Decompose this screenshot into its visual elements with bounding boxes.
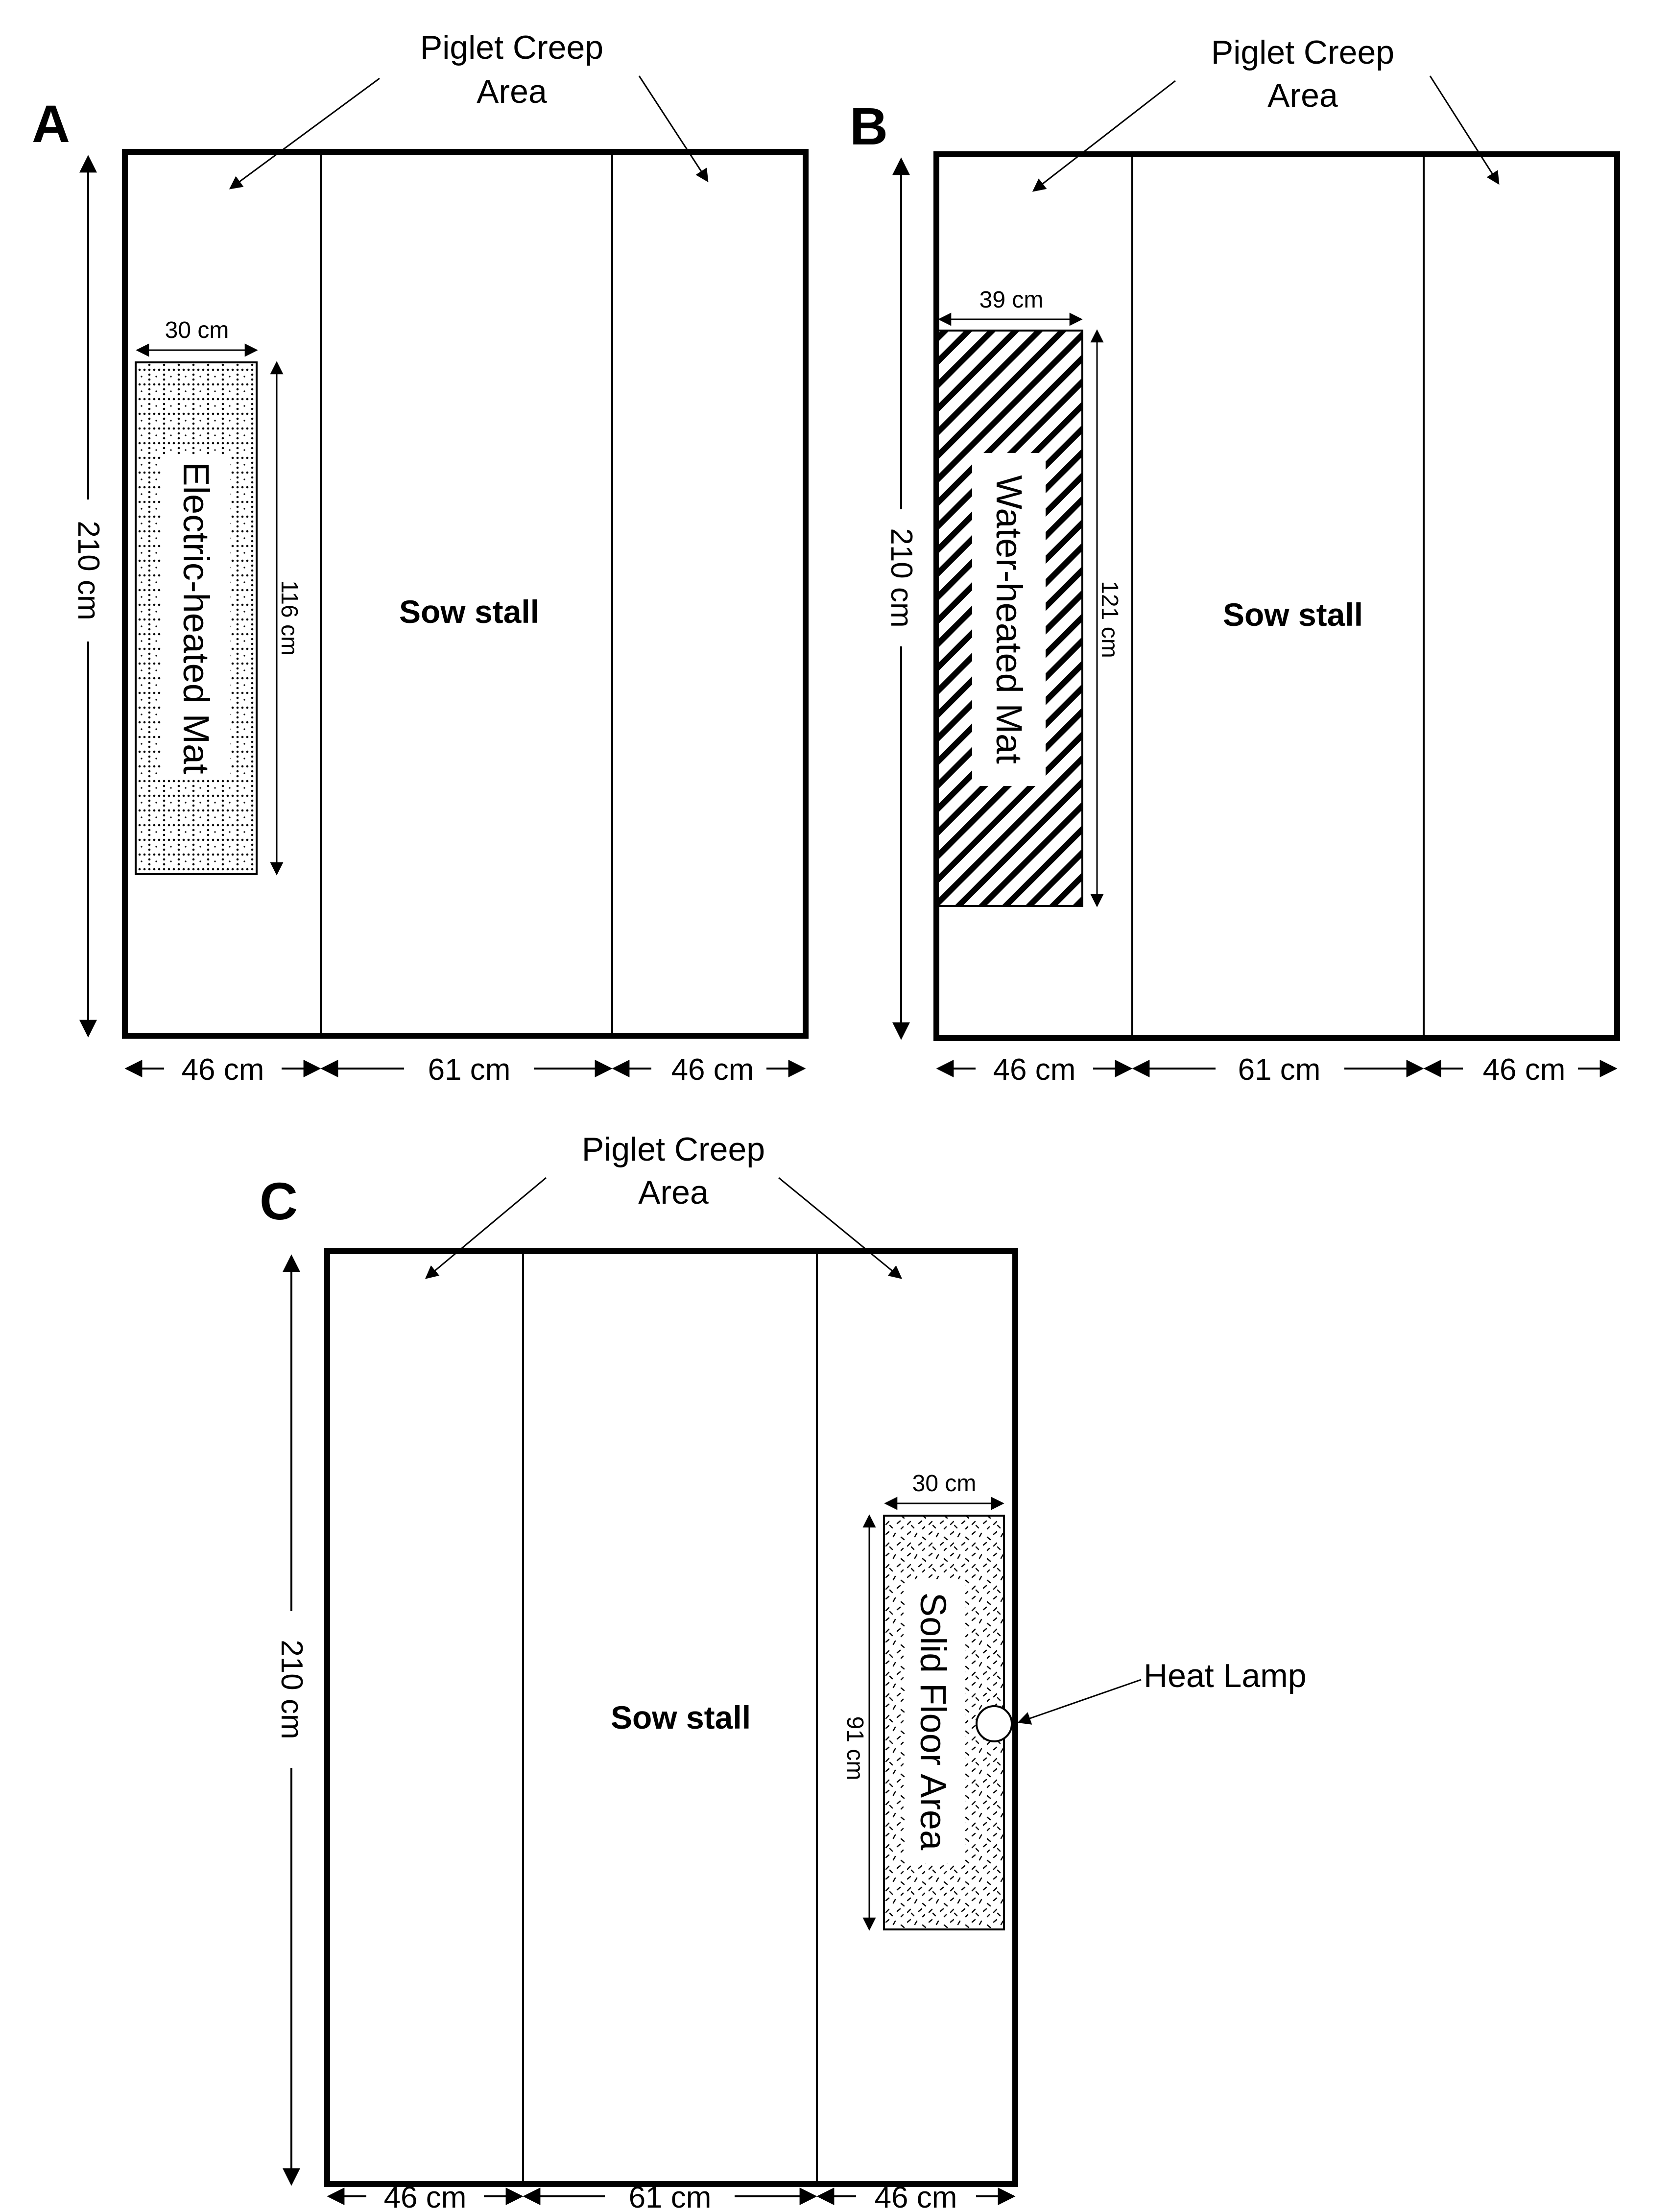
creep-area-label: Piglet Creep <box>1211 34 1394 71</box>
creep-pointer-arrow <box>778 1177 903 1279</box>
width-label: 61 cm <box>1238 1053 1321 1087</box>
panel-letter: C <box>260 1171 298 1231</box>
mat-width-label: 30 cm <box>165 317 229 343</box>
mat-length-label: 121 cm <box>1097 581 1122 658</box>
mat-label: Electric-heated Mat <box>176 462 216 774</box>
heat-lamp-label: Heat Lamp <box>1144 1657 1307 1694</box>
creep-area-label: Piglet Creep <box>582 1131 765 1168</box>
pen-outline <box>122 149 809 1039</box>
mat-label: Solid Floor Area <box>913 1593 954 1851</box>
creep-area-label: Area <box>1267 77 1338 114</box>
panel-letter: B <box>850 96 888 156</box>
creep-area-label: Area <box>477 73 547 110</box>
creep-pointer-arrow <box>229 77 380 190</box>
width-label: 61 cm <box>629 2181 712 2212</box>
mat-width-label: 30 cm <box>912 1471 977 1497</box>
width-label: 46 cm <box>384 2181 467 2212</box>
width-label: 46 cm <box>182 1053 264 1087</box>
panel-letter: A <box>32 94 70 153</box>
height-label: 210 cm <box>275 1640 309 1739</box>
sow-stall-label: Sow stall <box>611 1699 751 1736</box>
mat-label: Water-heated Mat <box>989 475 1029 764</box>
sow-stall-label: Sow stall <box>399 594 539 630</box>
mat-length-label: 91 cm <box>842 1716 868 1781</box>
mat-length-label: 116 cm <box>276 580 302 656</box>
creep-pointer-arrow <box>638 75 709 183</box>
width-label: 46 cm <box>875 2181 957 2212</box>
heat-lamp-icon <box>976 1705 1013 1742</box>
width-label: 46 cm <box>1483 1053 1566 1087</box>
panel-c: C Piglet Creep Area Solid Floor Area 30 … <box>260 1131 1307 2212</box>
width-label: 46 cm <box>993 1053 1076 1087</box>
mat-width-label: 39 cm <box>979 287 1044 313</box>
creep-pointer-arrow <box>425 1177 547 1279</box>
width-label: 61 cm <box>428 1053 511 1087</box>
heat-lamp-pointer-arrow <box>1017 1679 1142 1725</box>
creep-pointer-arrow <box>1032 80 1176 192</box>
pen-outline <box>933 151 1620 1041</box>
creep-area-label: Piglet Creep <box>420 29 603 66</box>
creep-pointer-arrow <box>1429 75 1500 185</box>
sow-stall-label: Sow stall <box>1223 596 1363 633</box>
height-label: 210 cm <box>72 521 105 620</box>
pen-outline <box>324 1248 1018 2187</box>
height-label: 210 cm <box>884 528 918 627</box>
panel-a: A Piglet Creep Area Electric-heated Mat … <box>32 29 809 1087</box>
width-label: 46 cm <box>671 1053 754 1087</box>
creep-area-label: Area <box>638 1174 709 1211</box>
panel-b: B Piglet Creep Area Water-heated Mat 39 … <box>850 34 1620 1087</box>
